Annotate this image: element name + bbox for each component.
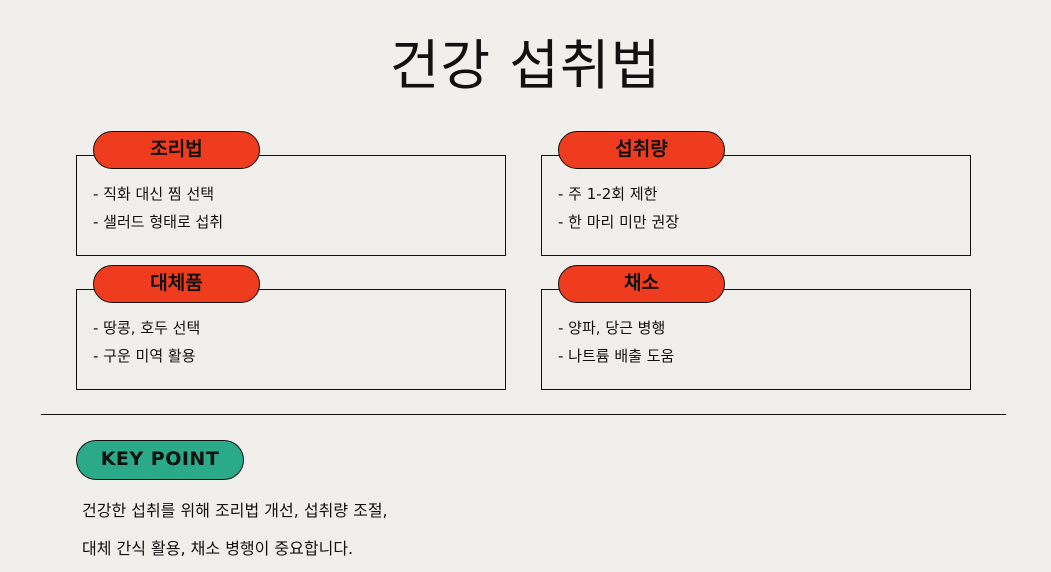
card-label-intake-amount: 섭취량	[558, 131, 725, 169]
card-lines: - 직화 대신 찜 선택 - 샐러드 형태로 섭취	[93, 180, 223, 236]
card-cooking-method: - 직화 대신 찜 선택 - 샐러드 형태로 섭취	[76, 155, 506, 256]
card-line: - 나트륨 배출 도움	[558, 347, 675, 365]
key-point-label: KEY POINT	[76, 440, 244, 480]
page-title: 건강 섭취법	[389, 34, 662, 97]
card-label-alternatives: 대체품	[93, 265, 260, 303]
card-label-vegetables: 채소	[558, 265, 725, 303]
card-line: - 구운 미역 활용	[93, 347, 196, 365]
card-label-cooking-method: 조리법	[93, 131, 260, 169]
card-lines: - 주 1-2회 제한 - 한 마리 미만 권장	[558, 180, 679, 236]
key-point-summary: 건강한 섭취를 위해 조리법 개선, 섭취량 조절, 대체 간식 활용, 채소 …	[82, 492, 388, 568]
card-line: - 직화 대신 찜 선택	[93, 185, 215, 203]
card-vegetables: - 양파, 당근 병행 - 나트륨 배출 도움	[541, 289, 971, 390]
summary-line: 대체 간식 활용, 채소 병행이 중요합니다.	[82, 539, 354, 558]
card-line: - 샐러드 형태로 섭취	[93, 213, 224, 231]
card-lines: - 양파, 당근 병행 - 나트륨 배출 도움	[558, 314, 674, 370]
section-divider	[41, 414, 1006, 415]
card-line: - 주 1-2회 제한	[558, 185, 658, 203]
card-line: - 양파, 당근 병행	[558, 319, 666, 337]
card-lines: - 땅콩, 호두 선택 - 구운 미역 활용	[93, 314, 200, 370]
card-line: - 한 마리 미만 권장	[558, 213, 680, 231]
card-line: - 땅콩, 호두 선택	[93, 319, 201, 337]
summary-line: 건강한 섭취를 위해 조리법 개선, 섭취량 조절,	[82, 501, 388, 520]
card-intake-amount: - 주 1-2회 제한 - 한 마리 미만 권장	[541, 155, 971, 256]
card-alternatives: - 땅콩, 호두 선택 - 구운 미역 활용	[76, 289, 506, 390]
